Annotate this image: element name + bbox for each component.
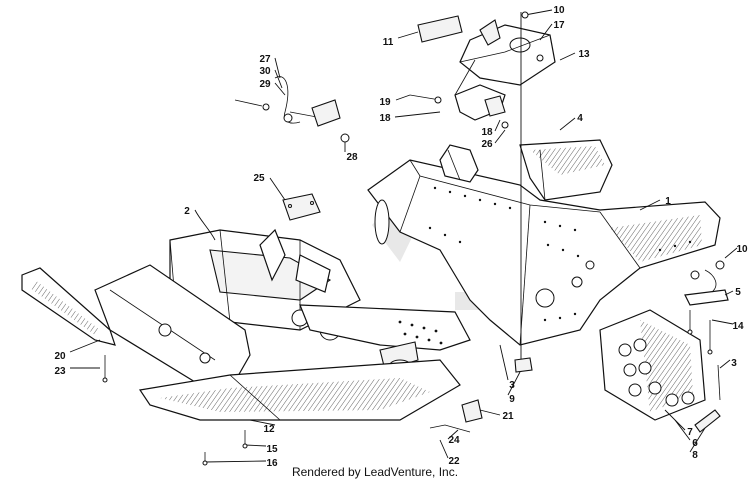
part-4-tunnel-brace	[519, 139, 613, 201]
part-27-lever-assembly	[234, 76, 350, 143]
part-17-steering-bracket	[459, 19, 556, 86]
part-front-bulkhead	[94, 264, 471, 391]
part-6-rod	[694, 364, 721, 433]
leader-lines	[69, 9, 738, 463]
callout-17: 17	[553, 20, 565, 31]
callout-9: 9	[509, 394, 515, 405]
callout-27: 27	[259, 54, 271, 65]
callout-14: 14	[732, 321, 744, 332]
callout-25: 25	[253, 173, 265, 184]
callout-21: 21	[502, 411, 514, 422]
fasteners	[102, 11, 713, 466]
callout-1: 1	[665, 196, 671, 207]
callout-22: 22	[448, 456, 460, 467]
callout-3: 3	[731, 358, 737, 369]
callout-28: 28	[346, 152, 358, 163]
callout-3: 3	[509, 380, 515, 391]
callout-10: 10	[736, 244, 748, 255]
part-upper-handle	[439, 144, 479, 183]
callout-18: 18	[379, 113, 391, 124]
callout-13: 13	[578, 49, 590, 60]
callout-24: 24	[448, 435, 460, 446]
callout-23: 23	[54, 366, 66, 377]
part-25-plate	[282, 193, 321, 221]
part-5-bracket	[684, 260, 729, 306]
part-7-skid-plate	[599, 309, 706, 421]
callout-7: 7	[687, 427, 693, 438]
part-19-bolt	[409, 94, 442, 104]
callout-29: 29	[259, 79, 271, 90]
part-18-bracket	[454, 59, 506, 121]
callout-16: 16	[266, 458, 278, 469]
part-21-clip	[429, 399, 483, 433]
callout-5: 5	[735, 287, 741, 298]
part-12-belly-pan	[138, 359, 461, 421]
callout-8: 8	[692, 450, 698, 461]
callout-2: 2	[184, 206, 190, 217]
part-11-plate	[417, 15, 463, 43]
callout-11: 11	[383, 37, 394, 48]
callout-4: 4	[577, 113, 583, 124]
callout-10: 10	[553, 5, 565, 16]
callout-labels: 1233456789101011121314151617181819202122…	[54, 5, 748, 469]
callout-26: 26	[481, 139, 493, 150]
callout-12: 12	[263, 424, 275, 435]
callout-18: 18	[481, 127, 493, 138]
callout-6: 6	[692, 438, 698, 449]
render-credit-caption: Rendered by LeadVenture, Inc.	[292, 465, 458, 479]
callout-20: 20	[54, 351, 66, 362]
part-20-side-bracket	[21, 267, 116, 346]
callout-19: 19	[379, 97, 391, 108]
callout-30: 30	[259, 66, 271, 77]
part-1-chassis-tunnel	[367, 159, 721, 346]
callout-15: 15	[266, 444, 278, 455]
